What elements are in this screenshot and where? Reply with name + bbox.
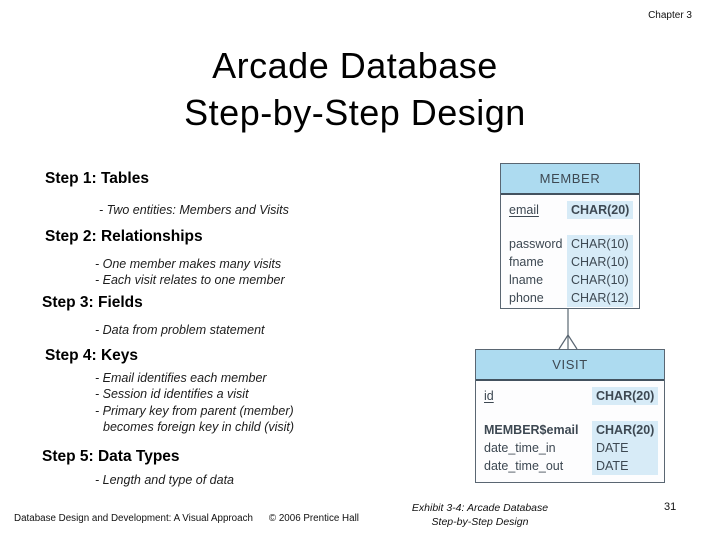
slide-title: Arcade Database Step-by-Step Design (0, 42, 710, 136)
field-type: CHAR(20) (592, 421, 658, 439)
field-row: MEMBER$email CHAR(20) (484, 421, 658, 439)
member-entity: MEMBER email CHAR(20) password CHAR(10) … (500, 163, 640, 309)
bullet: - Session id identifies a visit (95, 387, 249, 402)
footer-copyright: © 2006 Prentice Hall (268, 513, 359, 524)
field-name: date_time_in (484, 441, 556, 455)
bullet: - Email identifies each member (95, 371, 267, 385)
step-2-bullets: - One member makes many visits - Each vi… (95, 256, 285, 289)
field-type: CHAR(20) (567, 201, 633, 219)
step-3-heading: Step 3: Fields (42, 294, 143, 311)
step-4-heading: Step 4: Keys (45, 347, 139, 364)
field-name: email (509, 203, 539, 217)
member-entity-title: MEMBER (501, 164, 639, 195)
footer-left: Database Design and Development: A Visua… (14, 513, 359, 524)
footer-book-title: Database Design and Development: A Visua… (14, 513, 253, 524)
step-4-bullets: - Email identifies each member - Session… (95, 370, 294, 436)
field-row: fname CHAR(10) (509, 253, 633, 271)
field-name: fname (509, 255, 544, 269)
bullet: - One member makes many visits (95, 257, 282, 271)
bullet: - Data from problem statement (95, 323, 265, 337)
step-3-bullets: - Data from problem statement (95, 322, 265, 338)
field-name: password (509, 237, 563, 251)
chapter-label: Chapter 3 (648, 10, 692, 21)
page-number: 31 (664, 501, 677, 513)
field-type: DATE (592, 439, 658, 457)
exhibit-caption-line2: Step-by-Step Design (431, 516, 529, 528)
exhibit-caption: Exhibit 3-4: Arcade Database Step-by-Ste… (378, 501, 582, 529)
step-1-heading: Step 1: Tables (45, 170, 149, 187)
bullet: - Each visit relates to one member (95, 273, 285, 288)
field-type: CHAR(12) (567, 289, 633, 307)
field-name: phone (509, 291, 544, 305)
field-row: email CHAR(20) (509, 201, 633, 219)
bullet: - Primary key from parent (member) (95, 403, 294, 418)
field-name: date_time_out (484, 459, 564, 473)
step-2-heading: Step 2: Relationships (45, 228, 203, 245)
field-row: id CHAR(20) (484, 387, 658, 405)
step-5-heading: Step 5: Data Types (42, 448, 180, 465)
field-type: CHAR(20) (592, 387, 658, 405)
field-name: lname (509, 273, 544, 287)
bullet: - Length and type of data (95, 473, 234, 487)
field-row: lname CHAR(10) (509, 271, 633, 289)
field-name: MEMBER$email (484, 423, 579, 437)
field-type: CHAR(10) (567, 253, 633, 271)
step-1-bullets: - Two entities: Members and Visits (99, 202, 289, 218)
visit-entity: VISIT id CHAR(20) MEMBER$email CHAR(20) … (475, 349, 665, 483)
field-row: phone CHAR(12) (509, 289, 633, 307)
field-row: password CHAR(10) (509, 235, 633, 253)
field-name: id (484, 389, 494, 403)
field-type: CHAR(10) (567, 271, 633, 289)
member-entity-fields: email CHAR(20) password CHAR(10) fname C… (501, 195, 639, 311)
field-type: CHAR(10) (567, 235, 633, 253)
bullet-continuation: becomes foreign key in child (visit) (103, 420, 295, 435)
slide-title-line1: Arcade Database (212, 45, 498, 86)
one-to-many-connector (558, 309, 578, 350)
field-row: date_time_out DATE (484, 457, 658, 475)
visit-entity-fields: id CHAR(20) MEMBER$email CHAR(20) date_t… (476, 381, 664, 479)
slide-title-line2: Step-by-Step Design (184, 92, 526, 133)
visit-entity-title: VISIT (476, 350, 664, 381)
field-row: date_time_in DATE (484, 439, 658, 457)
step-5-bullets: - Length and type of data (95, 472, 234, 488)
field-type: DATE (592, 457, 658, 475)
exhibit-caption-line1: Exhibit 3-4: Arcade Database (411, 502, 549, 514)
bullet: - Two entities: Members and Visits (99, 203, 289, 217)
